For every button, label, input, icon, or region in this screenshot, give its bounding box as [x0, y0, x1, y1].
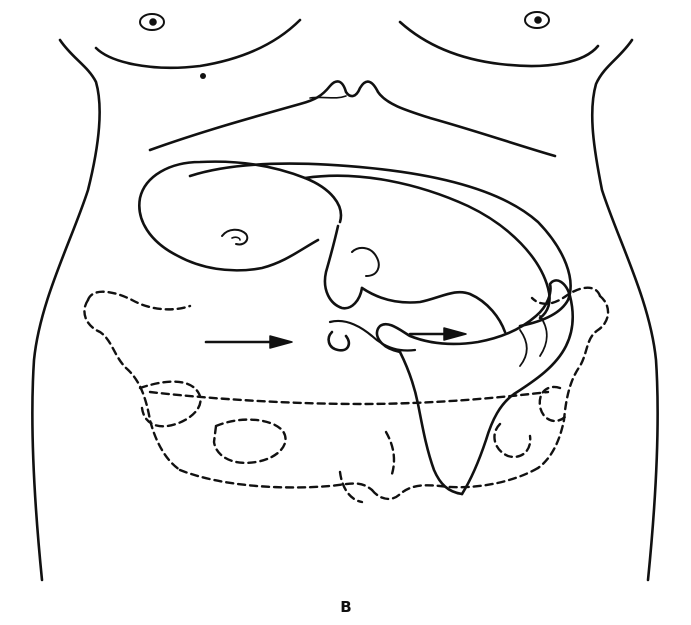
- breasts: [96, 12, 598, 79]
- torso-outline: [32, 40, 657, 580]
- fetus: [139, 162, 549, 351]
- fetus-back: [305, 176, 550, 318]
- left-arrow: [206, 336, 292, 348]
- left-iliac-crest: [88, 292, 190, 310]
- fetus-arm: [325, 226, 362, 308]
- right-breast: [400, 22, 598, 66]
- uterus-outline: [190, 164, 571, 326]
- arrows: [206, 328, 466, 348]
- pelvic-brim: [150, 392, 548, 404]
- left-nipple: [140, 14, 164, 30]
- panel-label: B: [326, 598, 366, 616]
- rib-margin: [150, 81, 555, 156]
- left-breast: [96, 20, 300, 68]
- right-nipple: [525, 12, 549, 28]
- navel-mark: [200, 73, 206, 79]
